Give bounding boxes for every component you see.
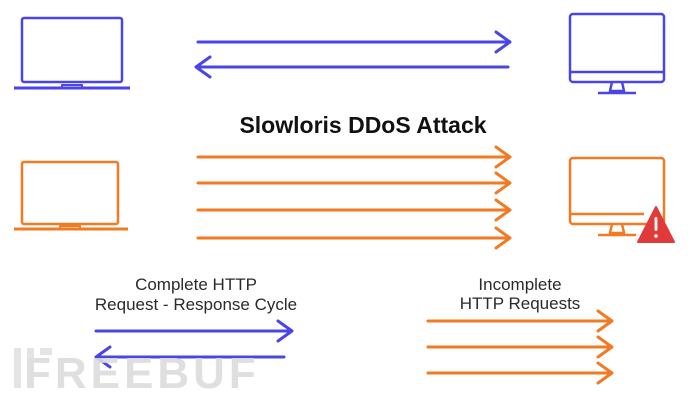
watermark-logo: FREEBUF: [14, 348, 260, 398]
attack-arrow: [196, 198, 512, 222]
desktop-monitor-icon: [568, 156, 666, 237]
legend-attack-arrow: [426, 361, 614, 385]
legend-incomplete-line2: HTTP Requests: [460, 294, 581, 313]
warning-triangle-icon: [637, 206, 675, 243]
legend-complete-line1: Complete HTTP: [135, 275, 257, 294]
watermark-text: FREEBUF: [24, 349, 260, 398]
legend-request-arrow: [94, 319, 294, 343]
laptop-icon: [14, 160, 128, 231]
attack-arrow: [196, 226, 512, 250]
legend-response-arrow: [94, 345, 286, 369]
response-arrow: [194, 55, 510, 79]
diagram-title: Slowloris DDoS Attack: [239, 112, 486, 138]
attack-arrow: [196, 145, 512, 169]
legend-complete-line2: Request - Response Cycle: [95, 295, 297, 314]
legend-attack-arrow: [426, 335, 614, 359]
attack-arrow: [196, 171, 512, 195]
laptop-icon: [14, 16, 130, 90]
request-arrow: [196, 30, 512, 54]
legend-attack-arrow: [426, 309, 614, 333]
desktop-monitor-icon: [568, 12, 666, 95]
legend-incomplete-line1: Incomplete: [478, 275, 561, 294]
